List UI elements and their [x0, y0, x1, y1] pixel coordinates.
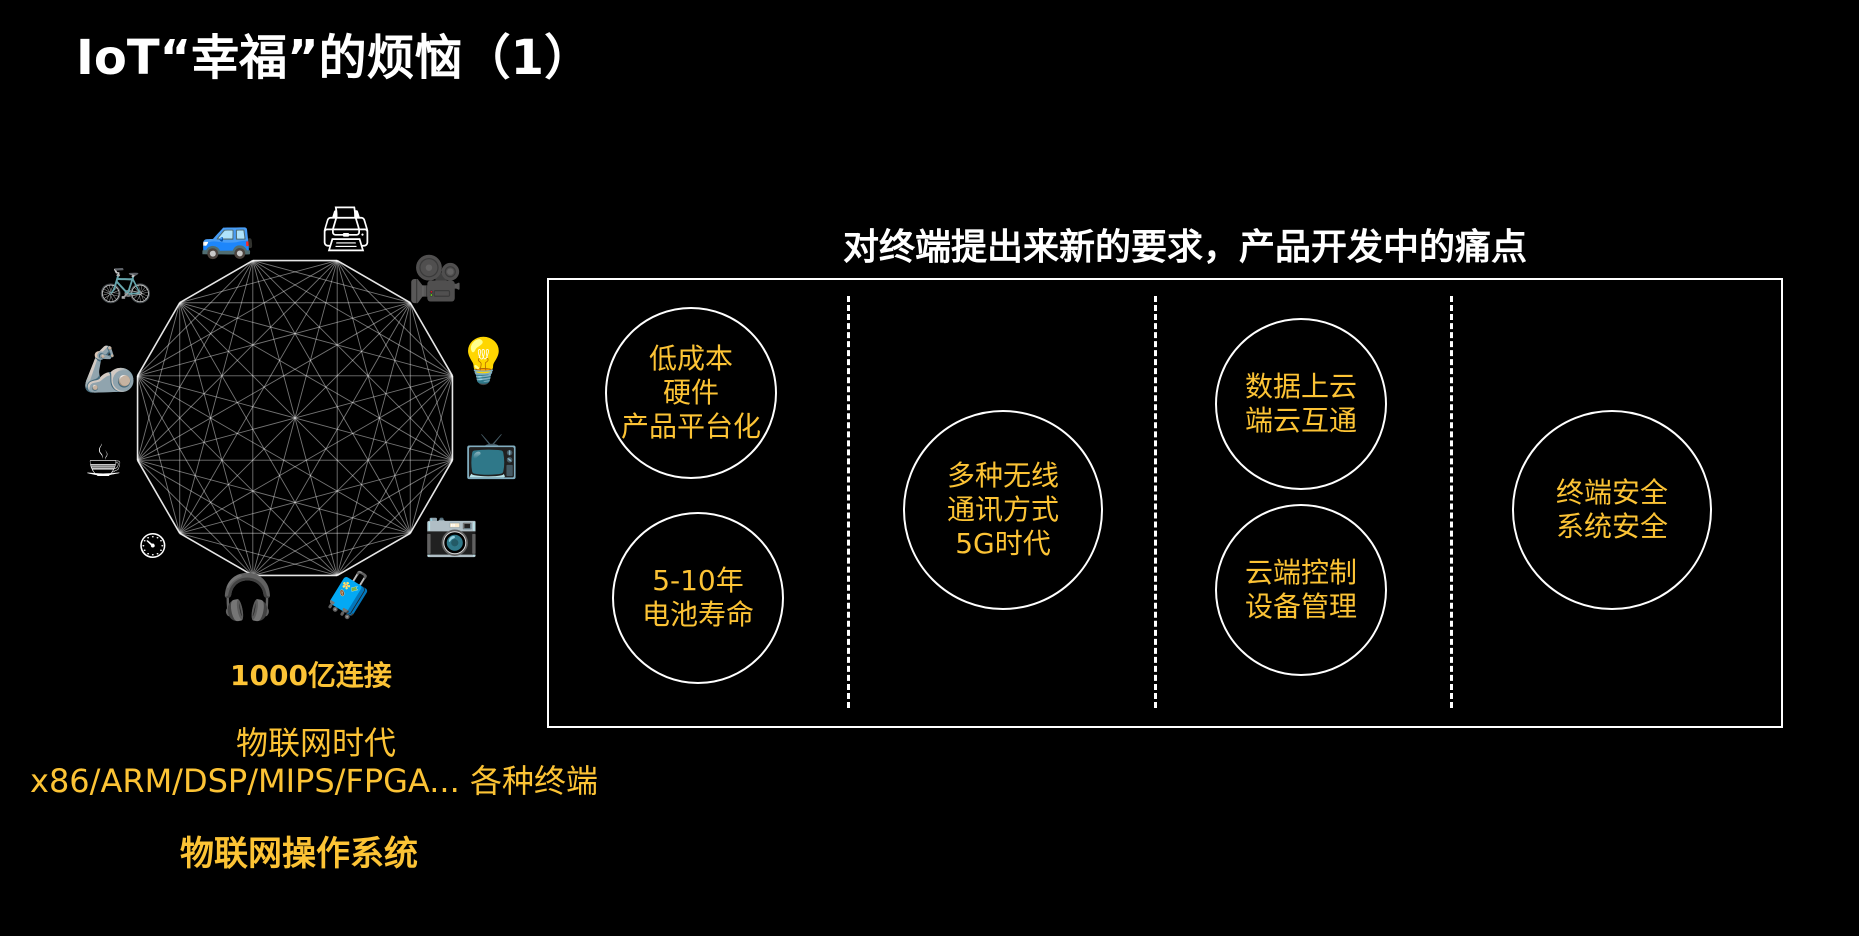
- network-link: [252, 260, 453, 377]
- network-link: [137, 260, 254, 461]
- network-edge: [136, 302, 181, 377]
- gauge-icon: ⏲: [138, 523, 168, 567]
- network-edge: [179, 532, 254, 577]
- pain-point-wireless-text: 多种无线 通讯方式 5G时代: [946, 459, 1059, 560]
- network-link: [252, 260, 411, 534]
- pain-point-battery: 5-10年 电池寿命: [612, 512, 784, 684]
- network-link: [252, 532, 411, 576]
- divider-2: [1154, 296, 1157, 708]
- network-link: [179, 459, 453, 534]
- network-link: [252, 260, 338, 576]
- divider-1: [847, 296, 850, 708]
- network-edge: [336, 532, 411, 577]
- architectures-label: x86/ARM/DSP/MIPS/FPGA... 各种终端: [30, 762, 598, 800]
- network-link: [137, 375, 338, 576]
- network-link: [137, 302, 411, 461]
- network-link: [252, 260, 453, 461]
- network-edge: [409, 302, 454, 377]
- pain-point-wireless: 多种无线 通讯方式 5G时代: [903, 410, 1103, 610]
- network-edge: [336, 259, 411, 304]
- network-link: [137, 459, 338, 576]
- network-link: [137, 302, 411, 377]
- network-link: [252, 302, 411, 576]
- network-link: [137, 260, 254, 377]
- network-link: [252, 260, 338, 576]
- network-link: [252, 260, 411, 304]
- pain-point-security-text: 终端安全 系统安全: [1555, 476, 1668, 543]
- network-link: [252, 459, 453, 576]
- divider-3: [1450, 296, 1453, 708]
- slide-title: IoT“幸福”的烦恼（1）: [76, 30, 593, 86]
- network-link: [137, 375, 453, 461]
- pain-point-cost: 低成本 硬件 产品平台化: [605, 307, 777, 479]
- pain-point-device-management-text: 云端控制 设备管理: [1244, 556, 1357, 623]
- robot-arm-icon: 🦾: [82, 344, 137, 395]
- pain-point-cost-text: 低成本 硬件 产品平台化: [620, 342, 761, 443]
- network-edge: [409, 459, 454, 534]
- network-link: [137, 302, 181, 461]
- network-edge: [179, 259, 254, 304]
- network-link: [409, 302, 453, 461]
- pain-point-cloud-data-text: 数据上云 端云互通: [1244, 370, 1357, 437]
- network-link: [179, 260, 338, 534]
- pain-point-device-management: 云端控制 设备管理: [1215, 504, 1387, 676]
- network-link: [179, 302, 411, 534]
- network-link: [137, 375, 453, 461]
- network-link: [179, 302, 338, 576]
- iot-os-label: 物联网操作系统: [180, 834, 418, 874]
- network-edge: [136, 459, 181, 534]
- coffee-cup-icon: ☕: [84, 436, 124, 487]
- tv-icon: 📺: [464, 430, 519, 481]
- network-link: [137, 260, 338, 377]
- network-link: [252, 375, 453, 576]
- network-link: [409, 375, 453, 534]
- network-link: [137, 375, 411, 534]
- network-link: [179, 375, 453, 534]
- network-link: [336, 375, 453, 576]
- network-link: [336, 459, 453, 576]
- car-icon: 🚙: [200, 210, 255, 261]
- pain-point-cloud-data: 数据上云 端云互通: [1215, 318, 1387, 490]
- network-link: [137, 260, 338, 461]
- printer-icon: 🖨: [318, 204, 374, 255]
- network-link: [179, 532, 338, 576]
- connections-label: 1000亿连接: [230, 659, 392, 692]
- network-link: [336, 260, 411, 534]
- network-link: [179, 302, 254, 576]
- network-link: [336, 260, 453, 377]
- pain-points-heading: 对终端提出来新的要求，产品开发中的痛点: [842, 227, 1527, 268]
- network-link: [179, 260, 338, 304]
- network-link: [137, 459, 254, 576]
- network-link: [137, 459, 411, 534]
- network-link: [137, 375, 181, 534]
- network-link: [179, 302, 453, 461]
- bicycle-icon: 🚲: [98, 254, 153, 305]
- network-link: [179, 302, 453, 377]
- pain-points-box: [547, 278, 1783, 728]
- pain-point-security: 终端安全 系统安全: [1512, 410, 1712, 610]
- network-link: [179, 260, 254, 534]
- network-link: [336, 260, 453, 461]
- headphones-icon: 🎧: [220, 572, 275, 623]
- iot-era-label: 物联网时代: [236, 724, 397, 762]
- camera-icon: 📷: [424, 508, 479, 559]
- luggage-cart-icon: 🧳: [322, 570, 377, 621]
- light-bulb-icon: 💡: [456, 336, 511, 387]
- network-link: [137, 375, 254, 576]
- pain-point-battery-text: 5-10年 电池寿命: [641, 564, 754, 631]
- network-link: [336, 302, 411, 576]
- network-link: [179, 302, 411, 534]
- iot-network-graph: [136, 259, 454, 577]
- video-camera-icon: 🎥: [408, 254, 463, 305]
